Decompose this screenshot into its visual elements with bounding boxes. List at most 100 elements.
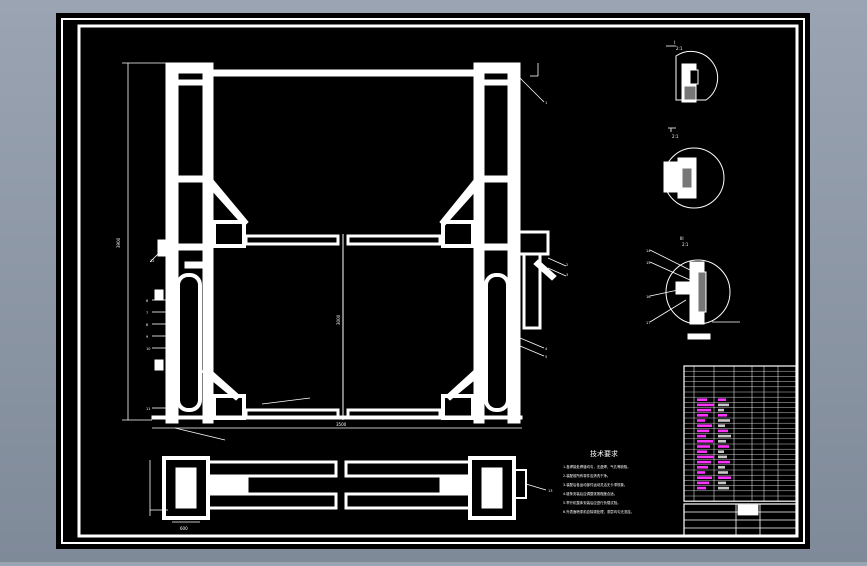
left-label-tag [184, 261, 206, 269]
part-label-10: 10 [146, 347, 150, 351]
part-label-2: 2 [566, 263, 568, 267]
right-upper-carriage [441, 220, 475, 248]
parts-list-name-cell [697, 476, 712, 479]
parts-list-spec-cell [718, 403, 729, 407]
parts-list-name-cell [697, 486, 706, 490]
plan-right-link [439, 477, 471, 493]
front-view-dimensions [122, 62, 567, 429]
front-view [151, 62, 557, 424]
plan-left-post-core [175, 467, 197, 509]
part-label-16: 16 [646, 295, 650, 299]
parts-list-name-cell [697, 414, 708, 417]
tech-req-line-2: 2.装配前所有零件应清洗干净。 [563, 473, 610, 478]
leader-1 [519, 77, 545, 103]
parts-list-spec-cell [718, 481, 726, 485]
right-upper-arm [346, 234, 442, 246]
right-column-top [473, 62, 521, 74]
left-column-top [165, 62, 214, 74]
dim-base-text: 600 [180, 526, 188, 531]
part-label-7: 7 [146, 311, 148, 315]
parts-list-spec-cell [718, 455, 727, 459]
tech-req-title: 技术要求 [590, 449, 618, 458]
detail-2-scale: 2:1 [672, 134, 679, 139]
part-label-1: 1 [545, 101, 547, 105]
title-block [683, 503, 797, 537]
plan-left-link [207, 477, 249, 493]
tech-req-line-3: 3.装配后各运动部件运动灵活无卡滞现象。 [563, 482, 627, 487]
parts-list-name-cell [697, 450, 707, 453]
left-upper-carriage [212, 220, 246, 248]
parts-list-name-cell [697, 424, 712, 427]
base-line [151, 415, 523, 420]
plan-leader [525, 483, 547, 491]
left-fitting-1 [154, 289, 164, 301]
motor-body [522, 252, 542, 330]
parts-list-spec-cell [718, 466, 725, 469]
part-label-12: 12 [150, 259, 154, 263]
right-column-rib-3 [483, 243, 509, 251]
tech-req-line-4: 4.链条安装后应调整张紧程度合适。 [563, 491, 617, 496]
detail-3-scale: 2:1 [682, 242, 689, 247]
parts-list-spec-cell [718, 450, 724, 453]
parts-list-spec-cell [718, 476, 731, 479]
parts-list-name-cell [697, 419, 705, 422]
parts-list-name-cell [697, 408, 711, 412]
parts-list-spec-cell [718, 424, 725, 427]
part-label-5: 5 [545, 355, 547, 359]
parts-list-name-cell [697, 466, 708, 469]
part-label-13: 13 [548, 489, 552, 493]
detail-1-label: I [674, 40, 675, 45]
motor-arm [533, 259, 557, 281]
leader-6 [261, 397, 311, 405]
plan-right-post-core [481, 467, 503, 509]
top-beam [212, 69, 475, 77]
parts-list-spec-cell [718, 460, 730, 464]
parts-list-name-cell [697, 445, 710, 448]
right-chain-cylinder [484, 273, 510, 412]
parts-list-spec-cell [718, 398, 726, 401]
plan-view [149, 456, 547, 523]
inner-frame [77, 24, 799, 538]
part-label-6: 6 [146, 299, 148, 303]
parts-list-table [683, 365, 797, 502]
leader-4 [519, 337, 545, 349]
left-column-rib-2 [177, 175, 204, 183]
outer-border [61, 18, 805, 544]
parts-list-spec-cell [718, 408, 724, 412]
detail-view-3 [649, 249, 740, 340]
left-column-rib-1 [177, 79, 204, 86]
detail-3-label: III [680, 236, 684, 241]
parts-list-spec-cell [718, 486, 729, 490]
left-upper-arm [244, 234, 340, 246]
parts-list-spec-cell [718, 429, 728, 433]
right-upper-brace [439, 179, 479, 227]
technical-requirements: 技术要求 1.各焊接处焊缝均匀，无虚焊，气孔等缺陷。 2.装配前所有零件应清洗干… [563, 449, 634, 514]
part-label-15: 15 [646, 261, 650, 265]
dim-center-text: 3000 [336, 314, 341, 325]
left-chain-cylinder [176, 273, 202, 412]
detail-view-1 [666, 45, 719, 103]
tech-req-line-6: 6.外表面喷漆前应除锈处理，漆层均匀无流挂。 [563, 509, 634, 514]
part-number-labels: 1 2 3 4 5 6 7 8 9 10 11 12 13 14 15 16 1… [146, 101, 651, 493]
parts-list-name-cell [697, 460, 711, 464]
left-lower-brace [201, 364, 241, 401]
plan-left-arm-upper [206, 460, 338, 478]
left-column-bracket [157, 239, 171, 257]
dim-width-text: 3500 [336, 422, 347, 427]
part-label-9: 9 [146, 335, 148, 339]
parts-list-spec-cell [718, 440, 726, 443]
detail-2-label: II [670, 128, 672, 133]
left-column-rib-3 [177, 243, 204, 251]
parts-list-name-cell [697, 440, 713, 443]
parts-list-spec-cell [718, 434, 731, 438]
leader-2 [547, 257, 567, 267]
leader-5 [519, 345, 545, 357]
parts-list-spec-cell [718, 419, 730, 422]
left-part-leaders [149, 251, 226, 441]
tech-req-line-1: 1.各焊接处焊缝均匀，无虚焊，气孔等缺陷。 [563, 464, 631, 469]
parts-list-name-cell [697, 429, 709, 433]
part-label-17: 17 [646, 321, 650, 325]
detail-1-scale: 2:1 [676, 46, 683, 51]
